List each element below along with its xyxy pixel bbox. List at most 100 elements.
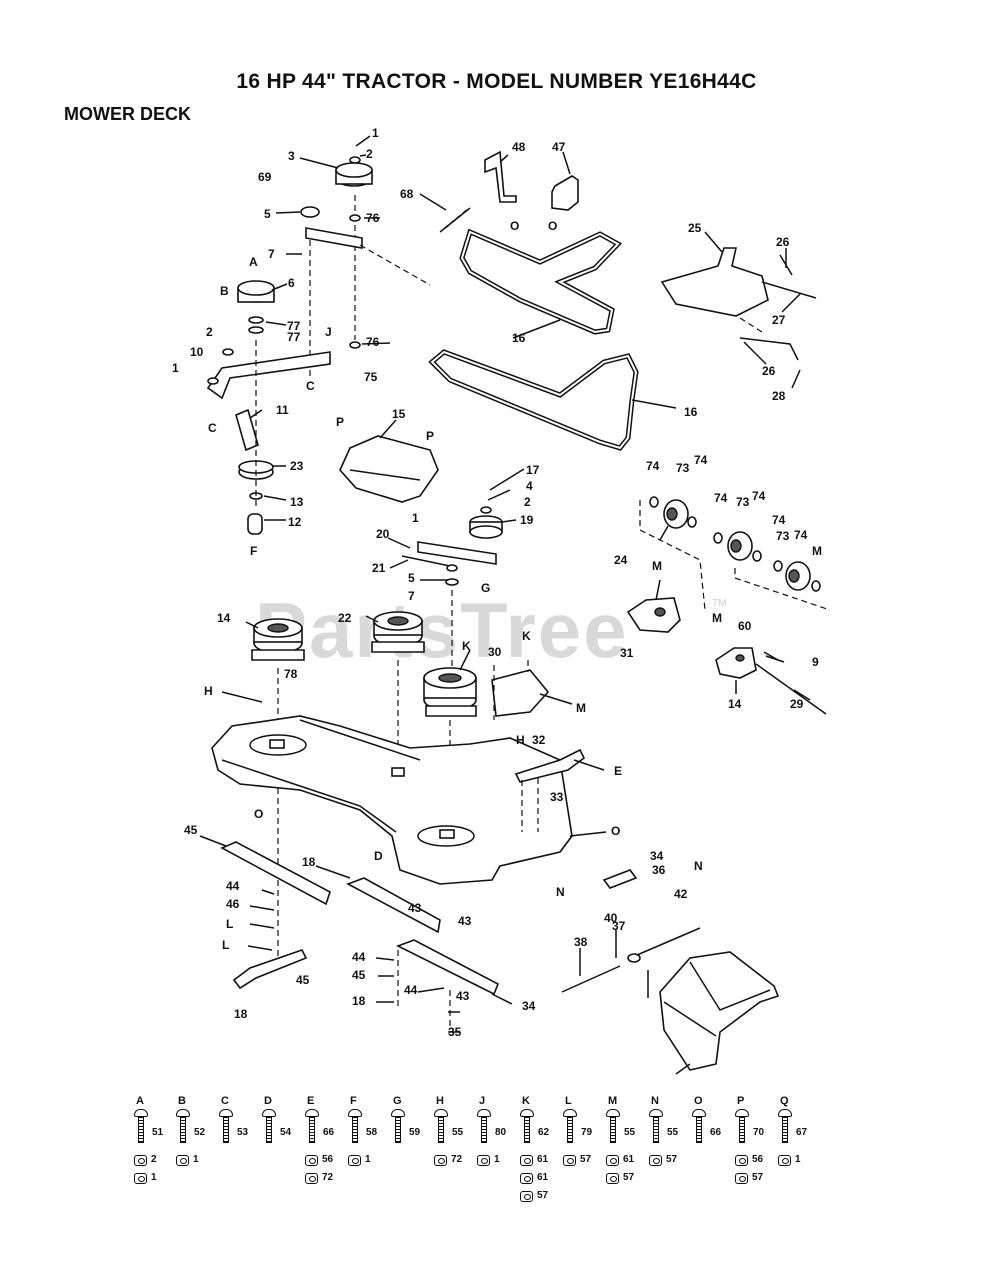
leader-lines: [199, 135, 811, 1075]
hardware-letter: B: [178, 1095, 186, 1107]
bracket-29: [715, 647, 827, 715]
hardware-letter: P: [737, 1095, 745, 1107]
callout-label: P: [426, 429, 434, 443]
callout-label: G: [481, 581, 490, 595]
callout-label: 24: [614, 553, 628, 567]
nut-icon: [778, 1155, 791, 1166]
spring-68: [439, 207, 471, 233]
nut-icon: [649, 1155, 662, 1166]
callout-label: 1: [172, 361, 179, 375]
callout-label: 32: [532, 733, 546, 747]
callout-label: 34: [650, 849, 664, 863]
nut-part-number: 2: [151, 1154, 157, 1165]
callout-label: 75: [364, 370, 378, 384]
bolt-icon: [434, 1109, 448, 1143]
callout-label: 46: [226, 897, 240, 911]
callout-label: 5: [408, 571, 415, 585]
bolt-icon: [649, 1109, 663, 1143]
bolt-icon: [606, 1109, 620, 1143]
callout-label: 42: [674, 887, 688, 901]
callout-label: 2: [366, 147, 373, 161]
rod-37: [561, 927, 701, 993]
callout-label: 76: [366, 211, 380, 225]
callout-label: C: [306, 379, 315, 393]
hardware-letter: D: [264, 1095, 272, 1107]
hardware-letter: H: [436, 1095, 444, 1107]
callout-label: 17: [526, 463, 540, 477]
nut-icon: [520, 1155, 533, 1166]
callout-label: 11: [276, 403, 289, 417]
hardware-letter: K: [522, 1095, 530, 1107]
callout-label: 28: [772, 389, 786, 403]
callout-label: L: [226, 917, 233, 931]
bolt-icon: [348, 1109, 362, 1143]
callout-label: 19: [520, 513, 534, 527]
spindle-stack-upper: [300, 156, 431, 380]
callout-label: 44: [352, 950, 366, 964]
callout-label: P: [336, 415, 344, 429]
callout-label: 78: [284, 667, 298, 681]
callout-label: 76: [366, 335, 380, 349]
nut-part-number: 57: [580, 1154, 592, 1165]
bolt-icon: [563, 1109, 577, 1143]
bracket-30: [491, 660, 550, 720]
callout-label: 14: [217, 611, 231, 625]
callout-label: 74: [794, 528, 808, 542]
callout-label: 44: [404, 983, 418, 997]
callout-label: 18: [352, 994, 366, 1008]
callout-label: 3: [288, 149, 295, 163]
bolt-icon: [176, 1109, 190, 1143]
callout-label: 45: [352, 968, 366, 982]
callout-label: 45: [296, 973, 310, 987]
bolt-part-number: 54: [280, 1127, 292, 1138]
callout-label: 1: [372, 126, 379, 140]
hardware-letter: C: [221, 1095, 229, 1107]
callout-label: H: [516, 733, 525, 747]
bolt-part-number: 55: [452, 1127, 464, 1138]
callout-label: 4: [526, 479, 533, 493]
callout-label: 74: [752, 489, 766, 503]
callout-label: 5: [264, 207, 271, 221]
nut-part-number: 1: [494, 1154, 500, 1165]
callout-label: 47: [552, 140, 566, 154]
callout-label: 22: [338, 611, 352, 625]
nut-part-number: 57: [666, 1154, 678, 1165]
callout-label: 23: [290, 459, 304, 473]
callout-label: 69: [258, 170, 272, 184]
nut-part-number: 57: [752, 1172, 764, 1183]
callout-label: B: [220, 284, 229, 298]
callout-label: 31: [620, 646, 634, 660]
callout-label: 43: [408, 901, 422, 915]
bolt-part-number: 51: [152, 1127, 164, 1138]
callout-label: 45: [184, 823, 198, 837]
idler-arm-left: [206, 280, 331, 535]
callout-label: F: [250, 544, 257, 558]
bolt-part-number: 67: [796, 1127, 808, 1138]
blade-adapter-46: [232, 880, 451, 1030]
callout-label: 74: [714, 491, 728, 505]
bolt-part-number: 59: [409, 1127, 421, 1138]
callout-label: 16: [684, 405, 698, 419]
diagram-title: 16 HP 44" TRACTOR - MODEL NUMBER YE16H44…: [236, 70, 757, 93]
nut-icon: [305, 1173, 318, 1184]
callout-label: 29: [790, 697, 804, 711]
nut-part-number: 1: [795, 1154, 801, 1165]
nut-part-number: 57: [537, 1190, 549, 1201]
callout-label: O: [254, 807, 263, 821]
callout-label: 34: [522, 999, 536, 1013]
callout-label: 6: [288, 276, 295, 290]
nut-icon: [606, 1155, 619, 1166]
idler-arm-right: [401, 506, 503, 720]
hardware-letter: A: [136, 1095, 144, 1107]
